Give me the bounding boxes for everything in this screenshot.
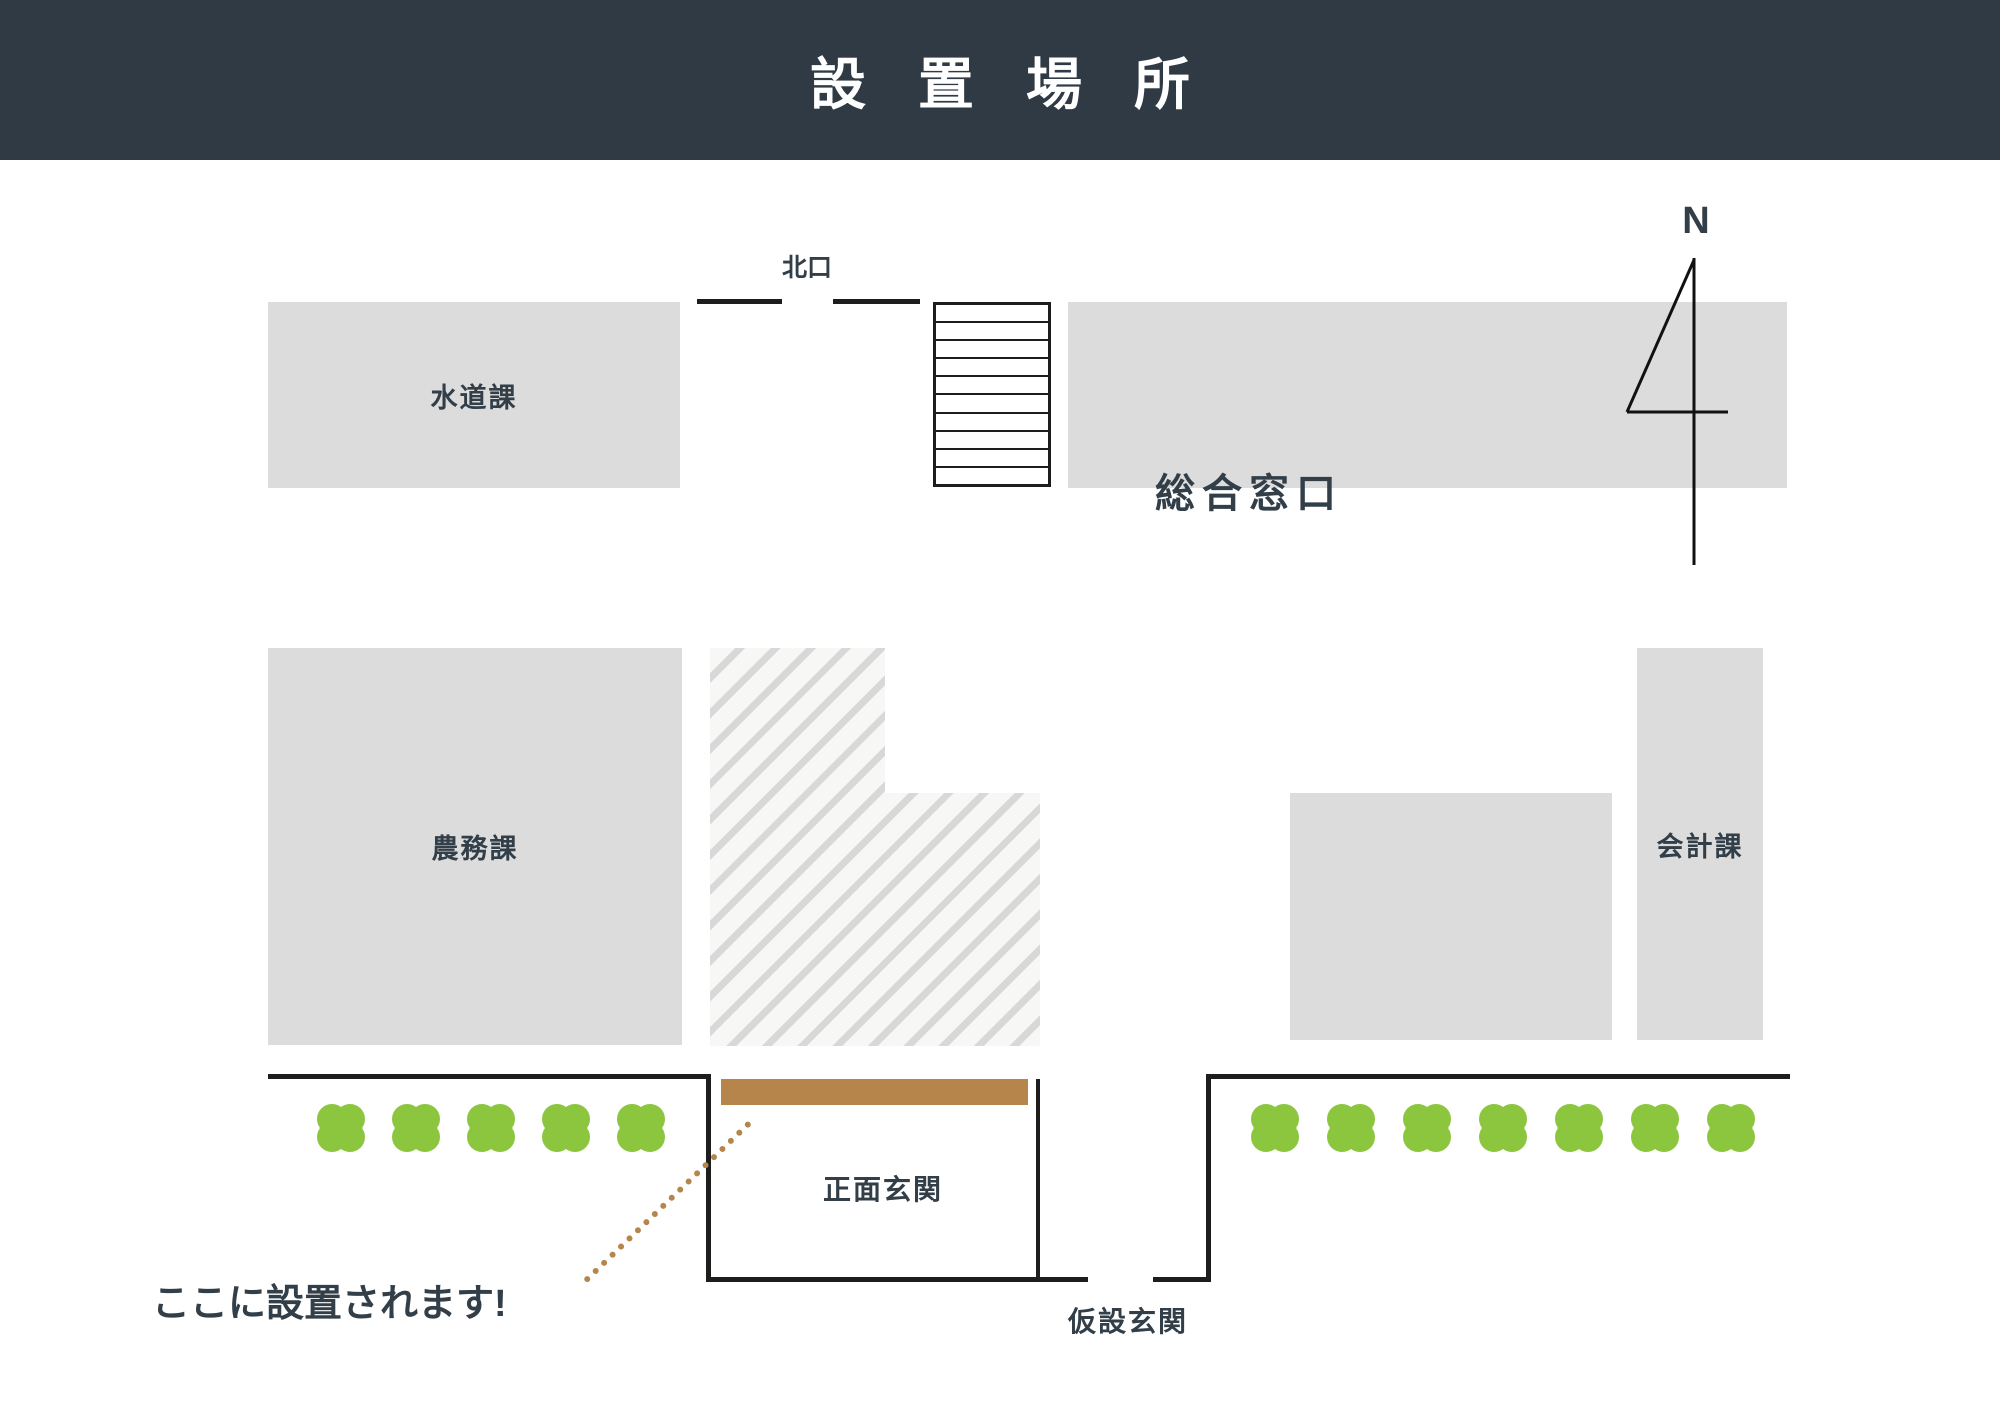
bush-icon [542, 1104, 590, 1152]
wall-south-left [706, 1277, 1088, 1282]
room-agriculture-dept-label: 農務課 [431, 834, 519, 864]
bush-icon [617, 1104, 665, 1152]
bush-row-right [1250, 1103, 1756, 1153]
compass-north-label: N [1682, 200, 1710, 242]
bush-icon [467, 1104, 515, 1152]
bush-icon [1251, 1104, 1299, 1152]
wall-southeast [1206, 1074, 1790, 1079]
room-accounting-dept-label: 会計課 [1656, 831, 1744, 862]
stair-step [936, 414, 1048, 432]
stair-step [936, 305, 1048, 324]
room-general-reception [1068, 302, 1787, 488]
room-water-dept: 水道課 [268, 302, 680, 488]
page-title: 設置場所 [810, 52, 1242, 116]
bush-icon [1555, 1104, 1603, 1152]
annotation-text: ここに設置されます! [152, 1283, 507, 1325]
wall-entrance-left [706, 1074, 711, 1282]
wall-southwest [268, 1074, 710, 1079]
stair-step [936, 359, 1048, 378]
stair-step [936, 468, 1048, 484]
wall-north-left [697, 299, 782, 304]
room-water-dept-label: 水道課 [430, 382, 518, 413]
hatched-area [710, 648, 1040, 1046]
bush-icon [392, 1104, 440, 1152]
temp-entrance-label: 仮設玄関 [1067, 1306, 1188, 1337]
bush-icon [1403, 1104, 1451, 1152]
room-accounting-dept: 会計課 [1637, 648, 1763, 1040]
wall-temp-entrance [1206, 1074, 1211, 1282]
wall-north-right [833, 299, 920, 304]
stair-step [936, 323, 1048, 342]
wall-south-right [1153, 1277, 1211, 1282]
bush-icon [1327, 1104, 1375, 1152]
stair-step [936, 377, 1048, 396]
room-unlabeled [1290, 793, 1612, 1040]
main-entrance-label: 正面玄関 [822, 1174, 943, 1205]
stairs [933, 302, 1051, 487]
compass-arrow-icon [1625, 258, 1728, 565]
bush-icon [1707, 1104, 1755, 1152]
bush-icon [1631, 1104, 1679, 1152]
bush-row-left [316, 1103, 666, 1153]
north-exit-label: 北口 [781, 254, 832, 282]
bush-icon [317, 1104, 365, 1152]
room-agriculture-dept: 農務課 [268, 648, 682, 1045]
stair-step [936, 450, 1048, 468]
header-bar: 設置場所 [0, 0, 2000, 160]
installation-counter [721, 1079, 1028, 1105]
stair-step [936, 432, 1048, 450]
stair-step [936, 341, 1048, 360]
room-general-reception-label: 総合窓口 [1155, 472, 1343, 516]
stair-step [936, 395, 1048, 414]
wall-entrance-right [1036, 1079, 1040, 1282]
bush-icon [1479, 1104, 1527, 1152]
